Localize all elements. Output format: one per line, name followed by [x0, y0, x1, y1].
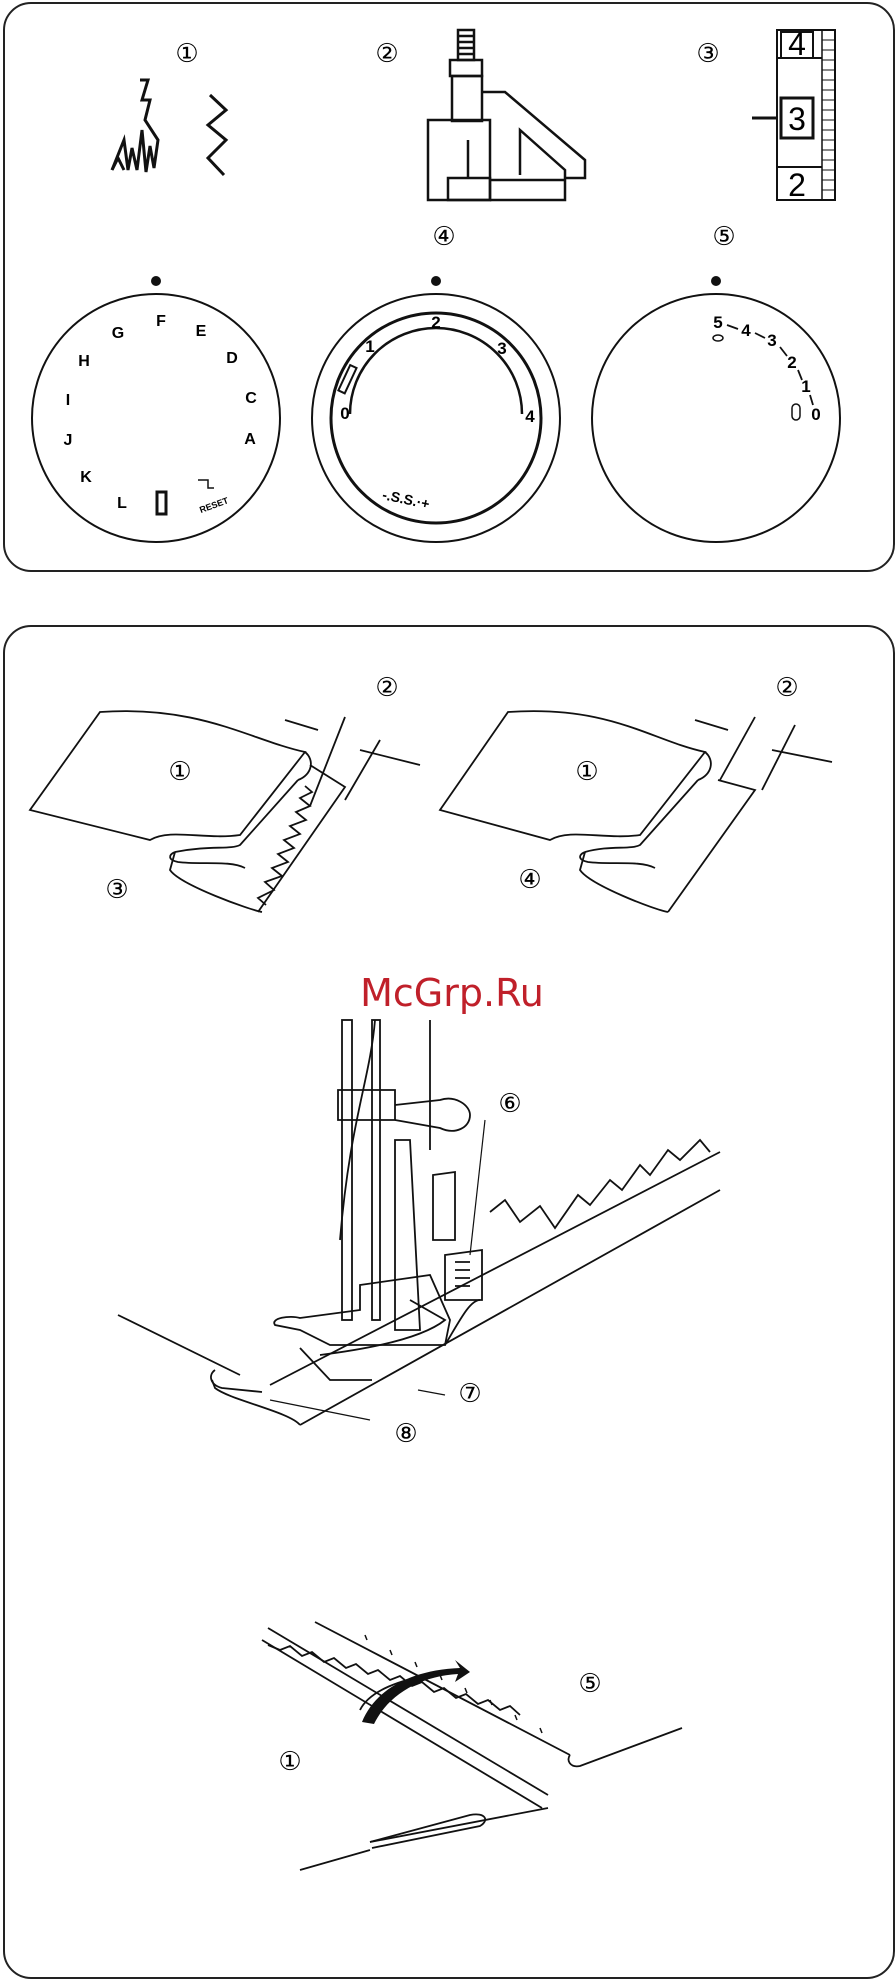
callout-hem-left: ③	[105, 875, 128, 905]
watermark-text: McGrp.Ru	[360, 971, 544, 1015]
callout-fabric-left: ①	[168, 757, 191, 787]
callout-guide-screw: ⑥	[498, 1089, 521, 1119]
callout-foot-guide: ⑦	[458, 1379, 481, 1409]
callout-fabric-finished: ①	[278, 1747, 301, 1777]
callout-hem-right: ④	[518, 865, 541, 895]
callout-stitch-finished: ⑤	[578, 1669, 601, 1699]
callout-gap-left: ②	[375, 673, 398, 703]
callout-fabric-right: ①	[575, 757, 598, 787]
presser-foot-sewing-diagram	[118, 1020, 720, 1425]
hem-fold-diagram-right	[440, 711, 832, 912]
finished-hem-diagram	[262, 1622, 682, 1870]
callout-fabric-fold: ⑧	[394, 1419, 417, 1449]
hem-fold-diagram-left	[30, 711, 420, 912]
callout-gap-right: ②	[775, 673, 798, 703]
